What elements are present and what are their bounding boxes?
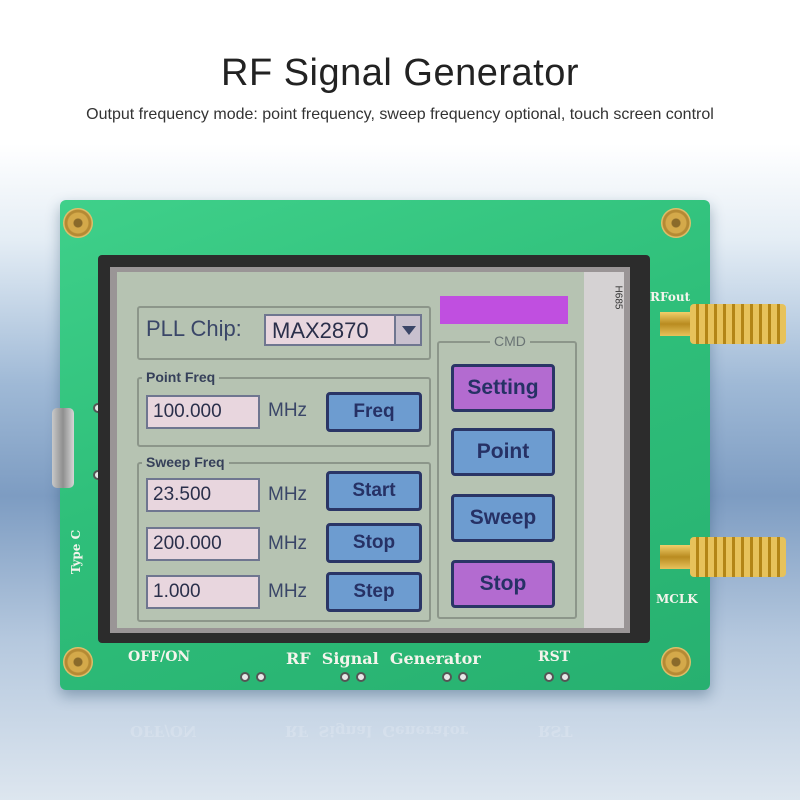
connector-base (660, 545, 694, 569)
sweep-start-input[interactable]: 23.500 (146, 478, 260, 512)
sweep-freq-label: Sweep Freq (142, 454, 229, 470)
status-bar (440, 296, 568, 324)
chevron-down-icon[interactable] (394, 316, 420, 344)
freq-button[interactable]: Freq (326, 392, 422, 432)
pin-pad (240, 672, 250, 682)
silk-board-name: RF Signal Generator (286, 649, 481, 668)
pin-pad (442, 672, 452, 682)
mounting-hole-icon (63, 647, 93, 677)
sweep-freq-panel (137, 462, 431, 622)
silk-mclk: MCLK (656, 592, 698, 606)
pin-pad (544, 672, 554, 682)
chip-marking: H685 (612, 285, 624, 310)
pin-pad (560, 672, 570, 682)
rfout-sma-connector (660, 302, 790, 346)
reflection-off-on: OFF/ON (130, 722, 197, 740)
connector-barrel (690, 537, 786, 577)
point-freq-label: Point Freq (142, 369, 220, 385)
pll-chip-label: PLL Chip: (146, 316, 242, 341)
point-freq-panel (137, 377, 431, 447)
mclk-sma-connector (660, 535, 790, 579)
pll-chip-panel (137, 306, 431, 360)
reflection-board-name: RF Signal Generator (285, 722, 468, 740)
sweep-step-input[interactable]: 1.000 (146, 575, 260, 609)
usb-c-port (52, 408, 74, 488)
step-button[interactable]: Step (326, 572, 422, 612)
page-title: RF Signal Generator (221, 52, 579, 94)
pin-pad (458, 672, 468, 682)
silk-rfout: RFout (650, 290, 691, 304)
silk-rst: RST (538, 649, 571, 665)
pll-chip-value: MAX2870 (272, 318, 369, 343)
mounting-hole-icon (661, 647, 691, 677)
sweep-start-unit: MHz (268, 484, 308, 505)
point-button[interactable]: Point (451, 428, 555, 476)
silk-type-c: Type C (69, 529, 84, 575)
setting-button[interactable]: Setting (451, 364, 555, 412)
pin-pad (340, 672, 350, 682)
pin-pad (356, 672, 366, 682)
lcd-edge: H685 (584, 272, 624, 628)
stop-button[interactable]: Stop (451, 560, 555, 608)
reflection-rst: RST (538, 722, 573, 740)
board-reflection: OFF/ON RF Signal Generator RST (120, 700, 640, 740)
sweep-button[interactable]: Sweep (451, 494, 555, 542)
pll-chip-select[interactable]: MAX2870 (264, 314, 422, 346)
point-freq-input[interactable]: 100.000 (146, 395, 260, 429)
mounting-hole-icon (63, 208, 93, 238)
mounting-hole-icon (661, 208, 691, 238)
sweep-step-unit: MHz (268, 581, 308, 602)
page-subtitle: Output frequency mode: point frequency, … (86, 106, 714, 123)
sweep-stop-unit: MHz (268, 533, 308, 554)
pin-pad (256, 672, 266, 682)
point-freq-unit: MHz (268, 400, 308, 421)
connector-base (660, 312, 694, 336)
silk-off-on: OFF/ON (128, 649, 191, 665)
sweep-stop-input[interactable]: 200.000 (146, 527, 260, 561)
stop-sweep-button[interactable]: Stop (326, 523, 422, 563)
cmd-label: CMD (490, 333, 530, 349)
start-button[interactable]: Start (326, 471, 422, 511)
connector-barrel (690, 304, 786, 344)
